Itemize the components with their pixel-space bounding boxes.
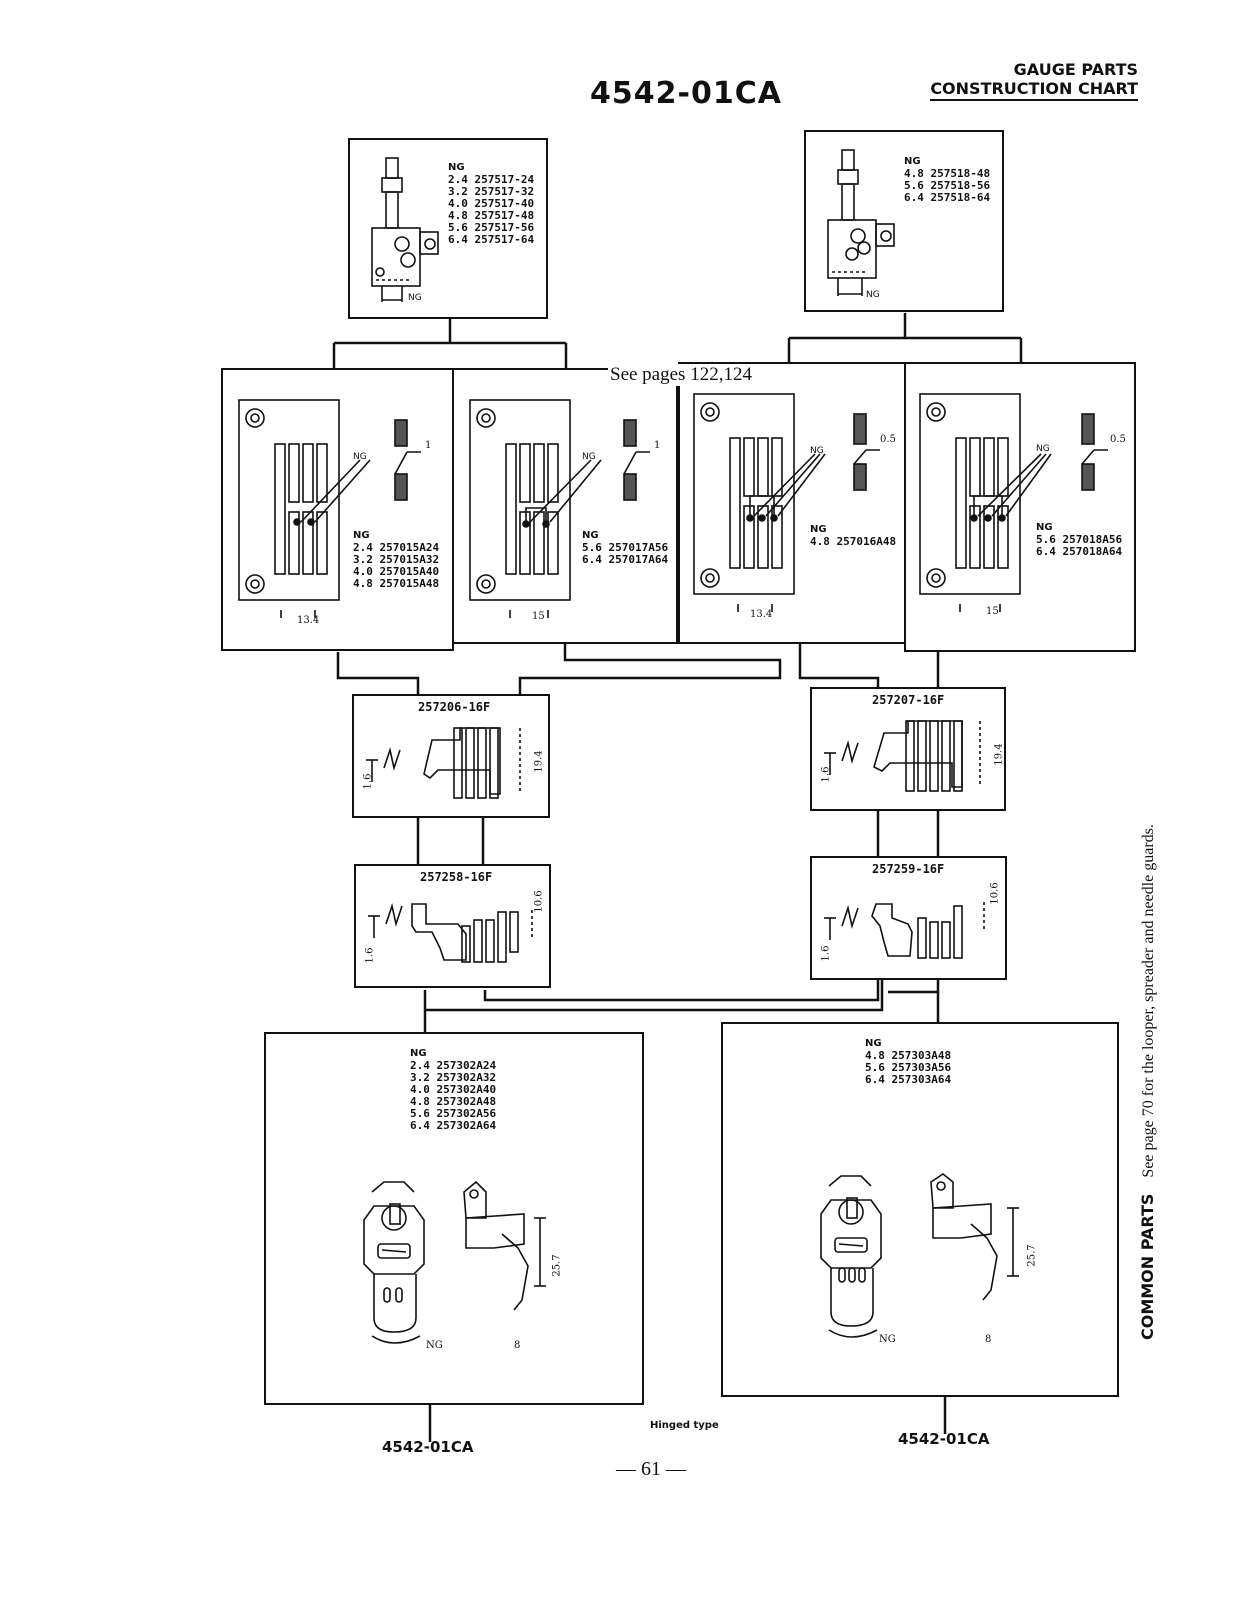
ng-pointer-label: NG — [582, 452, 596, 462]
ng-label: NG — [353, 530, 370, 541]
parts-values: 2.4 257517-24 3.2 257517-32 4.0 257517-4… — [448, 173, 535, 246]
part-number: 257206-16F — [418, 700, 491, 714]
plate-width-dim: 13.4 — [750, 609, 773, 620]
needle-clamp-drawing — [827, 149, 895, 296]
section-header-line1: GAUGE PARTS — [1013, 60, 1138, 79]
dim-height: 1.6 — [820, 766, 832, 783]
part-number: 257258-16F — [420, 870, 493, 884]
needle-plate-drawing — [469, 399, 650, 618]
step-dim: 1 — [654, 440, 661, 451]
presser-foot-drawing — [820, 1173, 1019, 1338]
needle-plate-drawing — [919, 393, 1108, 612]
parts-values: 5.6 257017A56 6.4 257017A64 — [582, 541, 669, 566]
ng-label: NG — [582, 530, 599, 541]
dim-height: 1.6 — [362, 773, 374, 790]
ng-pointer-label: NG — [810, 446, 824, 456]
dim-width: 8 — [985, 1334, 992, 1345]
ng-label: NG — [904, 156, 921, 167]
feed-dog-drawing — [824, 720, 981, 792]
main-feed-box-right: 257207-16F 1.6 19.4 — [810, 687, 1006, 811]
part-number: 257207-16F — [872, 693, 945, 707]
dim-width: 8 — [514, 1340, 521, 1351]
needle-plate-drawing — [693, 393, 880, 612]
needle-clamp-dim-label: NG — [866, 290, 880, 300]
dim-ng: NG — [879, 1334, 896, 1345]
common-parts-label: COMMON PARTS — [1138, 1193, 1157, 1340]
side-note-text: See page 70 for the looper, spreader and… — [1140, 824, 1157, 1178]
ng-label: NG — [810, 524, 827, 535]
part-number: 257259-16F — [872, 862, 945, 876]
step-dim: 0.5 — [1110, 434, 1126, 445]
step-dim: 0.5 — [880, 434, 896, 445]
parts-values: 4.8 257303A48 5.6 257303A56 6.4 257303A6… — [865, 1049, 952, 1086]
dim-height: 25.7 — [551, 1254, 563, 1277]
ng-label: NG — [1036, 522, 1053, 533]
dim-height: 1.6 — [364, 947, 376, 964]
page-number: — 61 — — [616, 1458, 686, 1480]
model-label-right: 4542-01CA — [898, 1430, 990, 1448]
dim-width: 10.6 — [533, 890, 545, 913]
plate-width-dim: 13.4 — [297, 615, 320, 626]
dim-width: 19.4 — [993, 743, 1005, 766]
ng-label: NG — [865, 1038, 882, 1049]
feed-dog-drawing — [368, 903, 533, 963]
parts-values: 4.8 257016A48 — [810, 535, 897, 548]
dim-height: 25.7 — [1026, 1244, 1038, 1267]
parts-values: 4.8 257518-48 5.6 257518-56 6.4 257518-6… — [904, 167, 991, 204]
dim-height: 1.6 — [820, 945, 832, 962]
ng-label: NG — [448, 162, 465, 173]
section-header: GAUGE PARTS CONSTRUCTION CHART — [880, 60, 1138, 101]
needle-clamp-dim-label: NG — [408, 293, 422, 303]
dim-ng: NG — [426, 1340, 443, 1351]
ng-pointer-label: NG — [1036, 444, 1050, 454]
parts-values: 2.4 257015A24 3.2 257015A32 4.0 257015A4… — [353, 541, 440, 590]
section-header-line2: CONSTRUCTION CHART — [930, 79, 1138, 101]
plate-width-dim: 15 — [532, 611, 545, 622]
see-pages-note: See pages 122,124 — [608, 364, 754, 386]
needle-plate-drawing — [238, 399, 421, 618]
model-label-left: 4542-01CA — [382, 1438, 474, 1456]
needle-clamp-drawing — [371, 157, 439, 302]
diff-feed-box-right: 257259-16F 1.6 10.6 — [810, 856, 1007, 980]
parts-values: 5.6 257018A56 6.4 257018A64 — [1036, 533, 1123, 558]
parts-values: 2.4 257302A24 3.2 257302A32 4.0 257302A4… — [410, 1059, 497, 1132]
hinged-type-label: Hinged type — [650, 1420, 719, 1431]
dim-width: 10.6 — [989, 882, 1001, 905]
presser-foot-drawing — [363, 1180, 546, 1344]
step-dim: 1 — [425, 440, 432, 451]
ng-pointer-label: NG — [353, 452, 367, 462]
page-title: 4542-01CA — [590, 76, 782, 111]
plate-width-dim: 15 — [986, 606, 999, 617]
ng-label: NG — [410, 1048, 427, 1059]
feed-dog-drawing — [366, 727, 521, 799]
dim-width: 19.4 — [533, 750, 545, 773]
main-feed-box-left: 257206-16F 1.6 19.4 — [352, 694, 550, 818]
diff-feed-box-left: 257258-16F 1.6 10.6 — [354, 864, 551, 988]
feed-dog-drawing — [824, 902, 985, 959]
